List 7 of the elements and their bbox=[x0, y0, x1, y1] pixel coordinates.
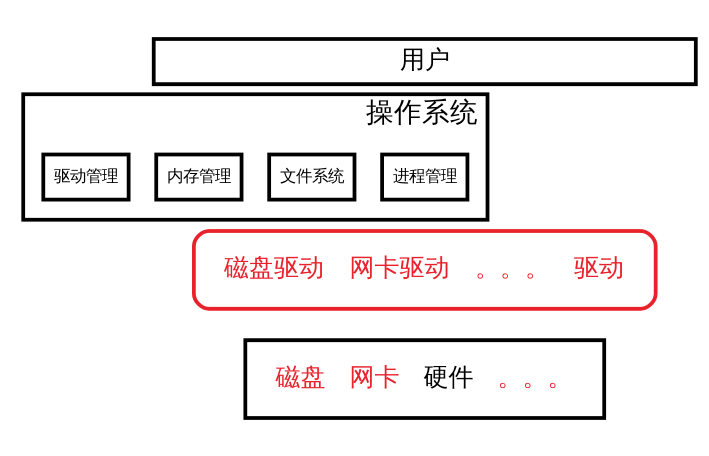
node-box: 内存管理 bbox=[154, 152, 244, 202]
node-box: 文件系统 bbox=[267, 152, 356, 202]
node-box: 进程管理 bbox=[380, 152, 470, 202]
node-box: 磁盘驱动 网卡驱动 。。。 驱动 bbox=[192, 228, 658, 310]
node-box: 用户 bbox=[152, 36, 698, 86]
node-box: 驱动管理 bbox=[41, 152, 131, 202]
node-box: 磁盘 网卡 硬件 。。。 bbox=[243, 338, 606, 420]
